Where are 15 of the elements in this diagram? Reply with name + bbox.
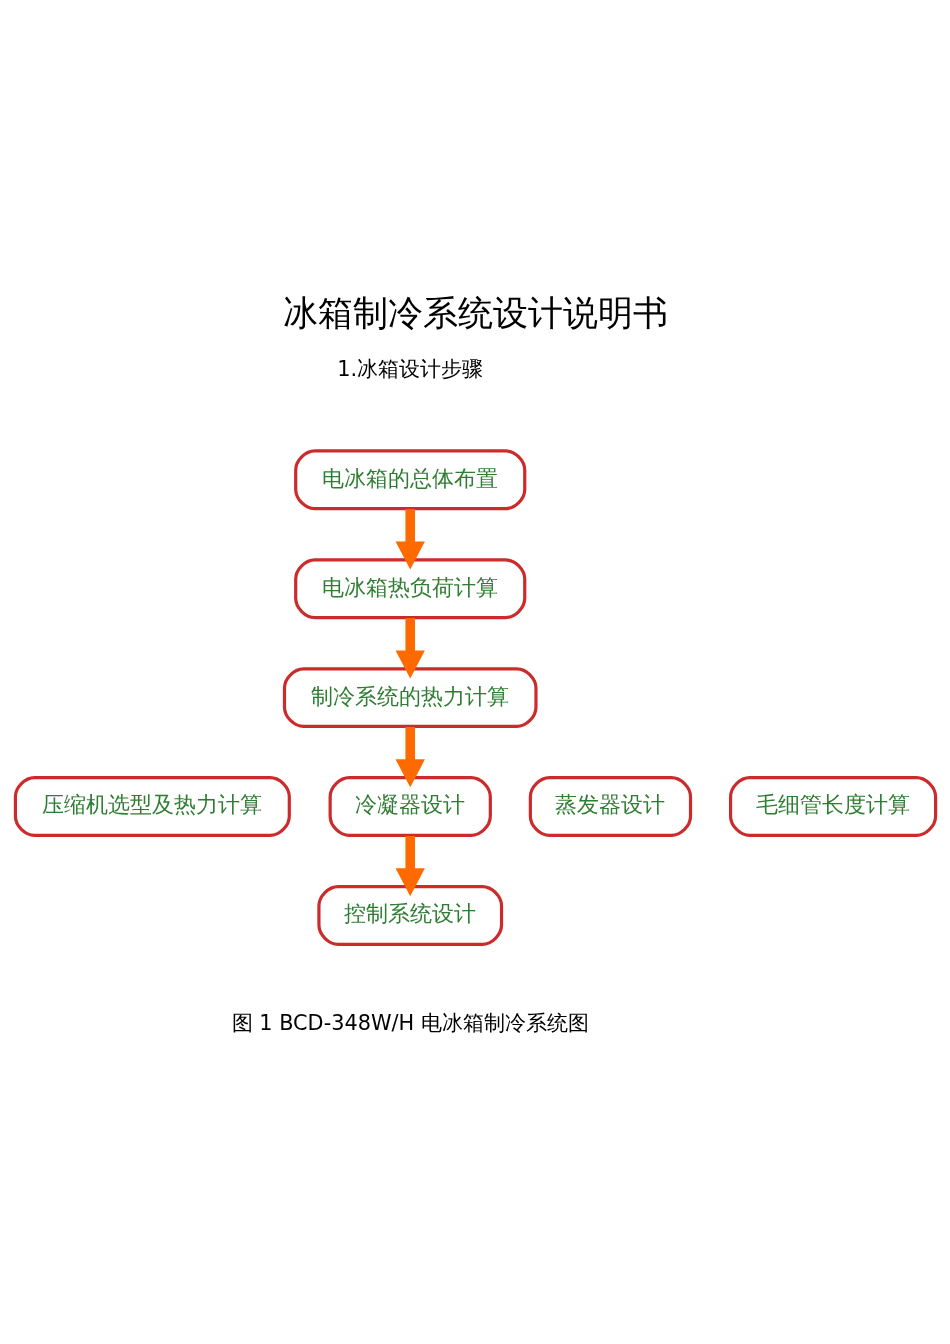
node-box: 控制系统设计	[316, 885, 503, 946]
node-box: 蒸发器设计	[528, 776, 692, 837]
diagram-title: 冰箱制冷系统设计说明书	[282, 292, 668, 334]
arrow	[395, 509, 425, 570]
arrow	[395, 727, 425, 788]
arrow	[395, 618, 425, 679]
node-box: 压缩机选型及热力计算	[13, 776, 291, 837]
node-box: 制冷系统的热力计算	[282, 667, 538, 729]
node-box: 电冰箱的总体布置	[293, 449, 526, 511]
caption: 图 1 BCD-348W/H 电冰箱制冷系统图	[231, 1010, 589, 1035]
node-box: 毛细管长度计算	[728, 776, 937, 837]
arrow	[395, 835, 425, 897]
node-box: 冷凝器设计	[328, 776, 492, 837]
node-box: 电冰箱热负荷计算	[293, 558, 526, 620]
label: 1.冰箱设计步骤	[336, 357, 483, 382]
